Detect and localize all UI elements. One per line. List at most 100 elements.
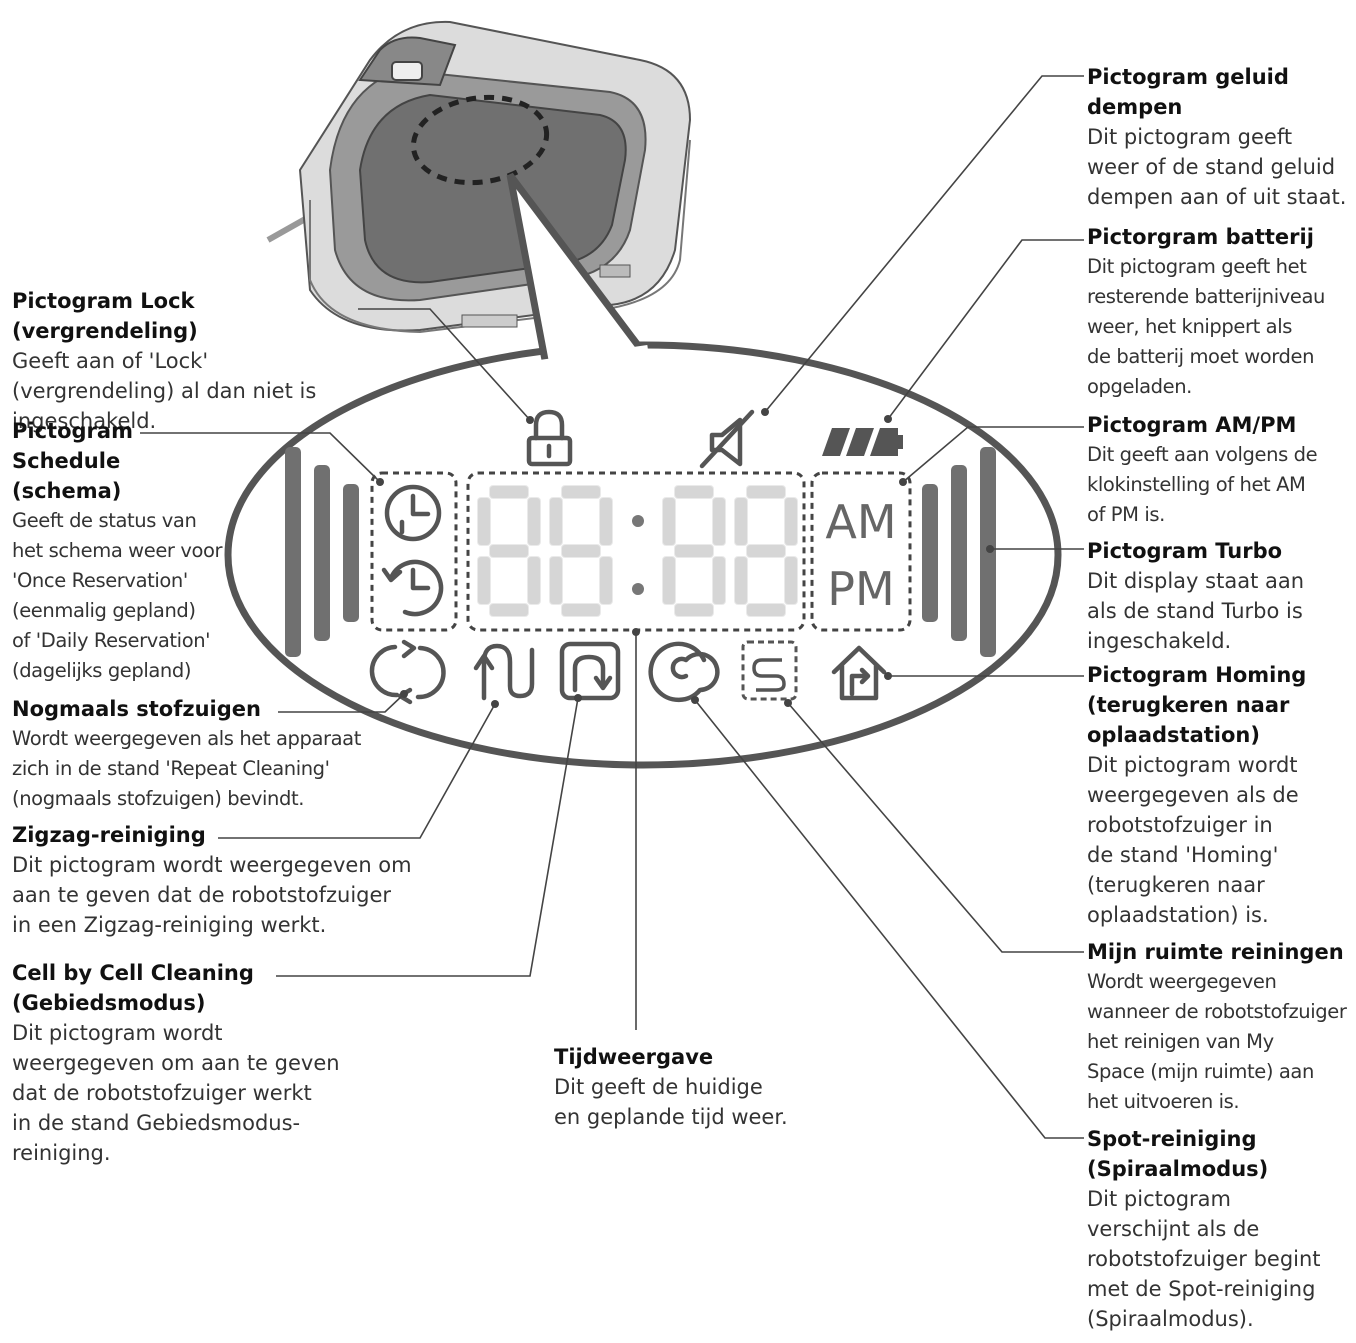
callout-ampm: Pictogram AM/PM Dit geeft aan volgens de…	[1087, 410, 1352, 530]
homing-title-2: (terugkeren naar	[1087, 693, 1290, 717]
turbo-desc-1: Dit display staat aan	[1087, 569, 1305, 593]
segment	[489, 544, 529, 558]
ampm-leader	[902, 426, 1084, 483]
myspace-desc-2: wanneer de robotstofzuiger	[1087, 1000, 1347, 1023]
segment	[599, 556, 613, 605]
lock-title: Pictogram Lock (vergrendeling)	[12, 289, 198, 343]
ampm-desc-3: of PM is.	[1087, 503, 1165, 526]
zigzag-desc-2: aan te geven dat de robotstofzuiger	[12, 883, 392, 907]
pm-indicator: PM	[827, 562, 894, 616]
schedule-desc-2: het schema weer voor	[12, 539, 223, 562]
segment	[549, 556, 563, 605]
myspace-desc-5: het uitvoeren is.	[1087, 1090, 1240, 1113]
homing-title-3: oplaadstation)	[1087, 723, 1260, 747]
repeat-desc-2: zich in de stand 'Repeat Cleaning'	[12, 757, 330, 780]
battery-desc-2: resterende batterijniveau	[1087, 285, 1325, 308]
lock-desc-1: Geeft aan of 'Lock'	[12, 349, 209, 373]
segment	[784, 497, 798, 546]
segment	[746, 603, 786, 617]
segment	[746, 544, 786, 558]
callout-spot: Spot-reiniging (Spiraalmodus) Dit pictog…	[1087, 1124, 1352, 1334]
spot-desc-1: Dit pictogram	[1087, 1187, 1231, 1211]
cell-leader	[276, 697, 579, 977]
segment	[527, 497, 541, 546]
mute-desc-1: Dit pictogram geeft	[1087, 125, 1293, 149]
lock-desc-3: ingeschakeld.	[12, 409, 157, 433]
spot-desc-2: verschijnt als de	[1087, 1217, 1260, 1241]
segment	[662, 556, 676, 605]
time-title: Tijdweergave	[554, 1045, 714, 1069]
mute-title-1: Pictogram geluid	[1087, 65, 1289, 89]
lock-icon	[526, 409, 573, 467]
callout-schedule: Pictogram Schedule (schema) Geeft de sta…	[12, 416, 232, 686]
battery-icon	[822, 428, 903, 456]
spot-title-2: (Spiraalmodus)	[1087, 1157, 1269, 1181]
callout-battery: Pictorgram batterij Dit pictogram geeft …	[1087, 222, 1352, 402]
callout-lock: Pictogram Lock (vergrendeling) Geeft aan…	[12, 286, 372, 436]
schedule-desc-5: of 'Daily Reservation'	[12, 629, 211, 652]
turbo-bars-left	[285, 447, 359, 657]
segment	[662, 497, 676, 546]
spot-title-1: Spot-reiniging	[1087, 1127, 1257, 1151]
homing-desc-3: robotstofzuiger in	[1087, 813, 1273, 837]
segment	[784, 556, 798, 605]
ampm-dashed-box	[810, 471, 912, 632]
myspace-desc-4: Space (mijn ruimte) aan	[1087, 1060, 1314, 1083]
cell-desc-1: Dit pictogram wordt	[12, 1021, 223, 1045]
spot-spiral-icon	[648, 641, 720, 703]
mute-desc-2: weer of de stand geluid	[1087, 155, 1336, 179]
segment	[599, 497, 613, 546]
segment	[489, 485, 529, 499]
cell-desc-5: reiniging.	[12, 1141, 111, 1165]
battery-desc-1: Dit pictogram geeft het	[1087, 255, 1307, 278]
segment	[746, 485, 786, 499]
myspace-desc-3: het reinigen van My	[1087, 1030, 1274, 1053]
myspace-desc-1: Wordt weergegeven	[1087, 970, 1277, 993]
callout-turbo: Pictogram Turbo Dit display staat aan al…	[1087, 536, 1352, 656]
mute-title-2: dempen	[1087, 95, 1183, 119]
homing-desc-2: weergegeven als de	[1087, 783, 1299, 807]
cell-desc-4: in de stand Gebiedsmodus-	[12, 1111, 301, 1135]
spot-desc-4: met de Spot-reiniging	[1087, 1277, 1316, 1301]
spot-desc-5: (Spiraalmodus).	[1087, 1307, 1254, 1331]
zigzag-icon	[473, 643, 535, 701]
time-desc-2: en geplande tijd weer.	[554, 1105, 788, 1129]
my-space-icon	[741, 640, 798, 701]
zigzag-title: Zigzag-reiniging	[12, 823, 206, 847]
homing-desc-6: oplaadstation) is.	[1087, 903, 1269, 927]
ampm-desc-1: Dit geeft aan volgens de	[1087, 443, 1318, 466]
segment	[477, 497, 491, 546]
myspace-leader	[787, 702, 1084, 953]
schedule-desc-6: (dagelijks gepland)	[12, 659, 192, 682]
callout-cell: Cell by Cell Cleaning (Gebiedsmodus) Dit…	[12, 958, 412, 1168]
turbo-desc-2: als de stand Turbo is	[1087, 599, 1303, 623]
digit-4	[734, 485, 798, 617]
mute-leader	[764, 75, 1084, 413]
digit-1	[477, 485, 541, 617]
time-desc-1: Dit geeft de huidige	[554, 1075, 763, 1099]
repeat-title: Nogmaals stofzuigen	[12, 697, 261, 721]
cell-by-cell-icon	[559, 641, 621, 701]
callout-repeat: Nogmaals stofzuigen Wordt weergegeven al…	[12, 694, 392, 814]
homing-desc-1: Dit pictogram wordt	[1087, 753, 1298, 777]
cell-desc-2: weergegeven om aan te geven	[12, 1051, 340, 1075]
segment	[674, 544, 714, 558]
turbo-title: Pictogram Turbo	[1087, 539, 1283, 563]
schedule-title-1: Pictogram	[12, 419, 133, 443]
robot-vacuum-illustration	[266, 20, 692, 334]
digit-2	[549, 485, 613, 617]
segment	[561, 485, 601, 499]
zigzag-desc-3: in een Zigzag-reiniging werkt.	[12, 913, 327, 937]
segment	[712, 556, 726, 605]
cell-title-1: Cell by Cell Cleaning	[12, 961, 254, 985]
callout-myspace: Mijn ruimte reiningen Wordt weergegeven …	[1087, 937, 1352, 1117]
zigzag-leader	[218, 703, 496, 839]
callout-time: Tijdweergave Dit geeft de huidige en gep…	[554, 1042, 854, 1132]
schedule-dashed-box	[370, 471, 458, 632]
segment	[527, 556, 541, 605]
segment	[477, 556, 491, 605]
homing-desc-4: de stand 'Homing'	[1087, 843, 1279, 867]
segment	[489, 603, 529, 617]
segment	[674, 603, 714, 617]
